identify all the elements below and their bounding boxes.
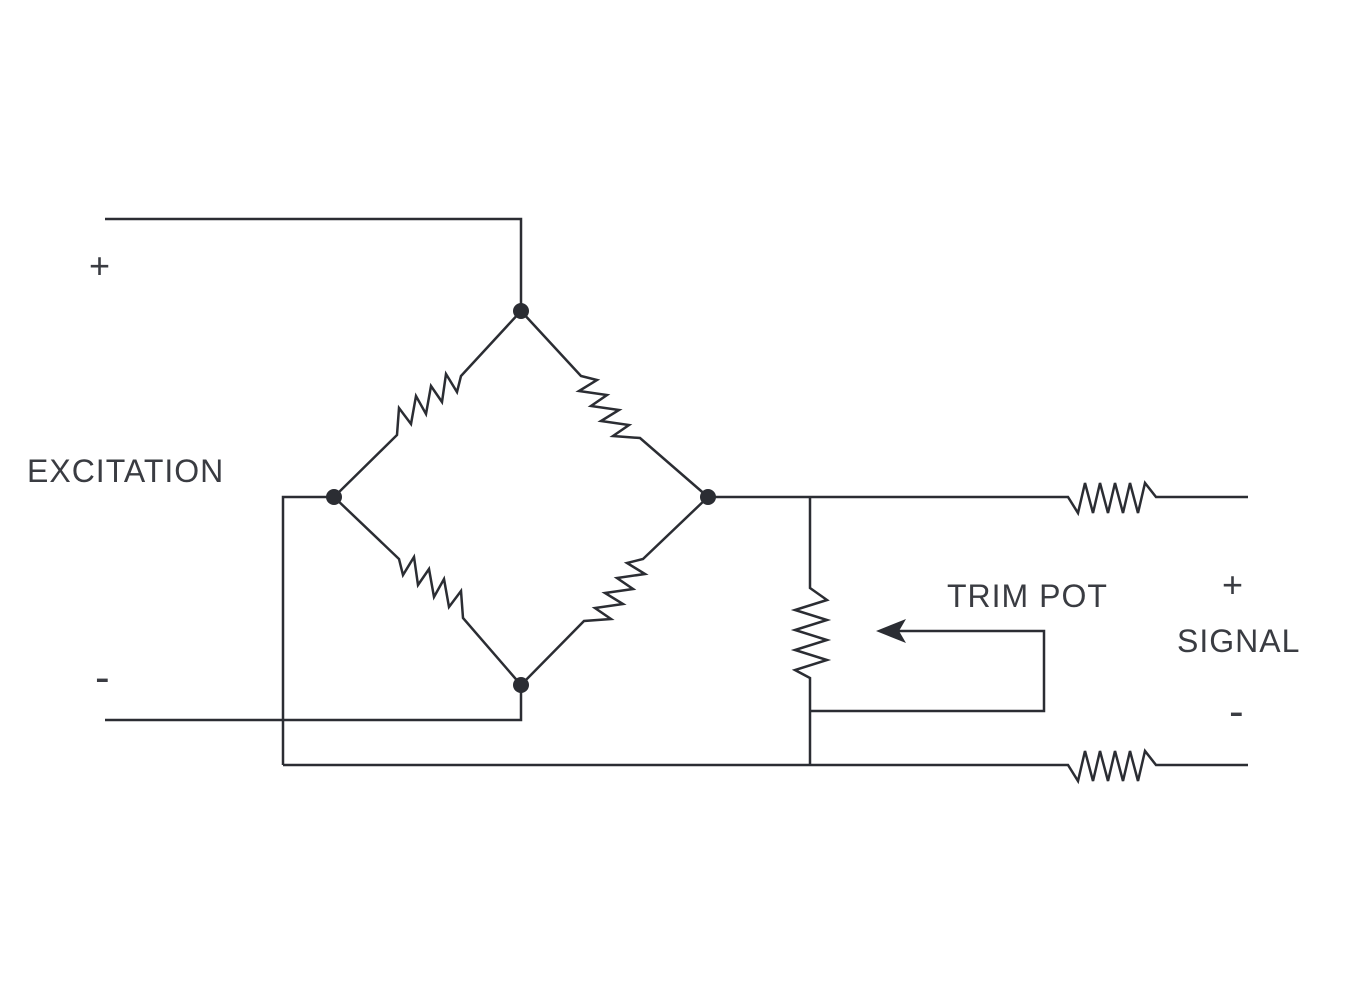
node-right bbox=[700, 489, 716, 505]
excitation-plus-wire bbox=[105, 217, 523, 311]
signal-minus-wire bbox=[283, 748, 1248, 785]
node-left bbox=[326, 489, 342, 505]
bridge-nodes bbox=[326, 303, 716, 693]
trim-pot-wiper-arrow bbox=[876, 619, 906, 643]
bridge-resistor-lower-right bbox=[520, 496, 709, 686]
trim-pot-resistor bbox=[790, 497, 832, 765]
signal-plus-wire bbox=[708, 480, 1248, 517]
signal-label: SIGNAL bbox=[1177, 623, 1301, 659]
signal-plus-label: + bbox=[1222, 564, 1244, 605]
trim-pot-label: TRIM POT bbox=[947, 578, 1108, 614]
trim-pot-wiper-wire bbox=[810, 629, 1046, 713]
excitation-label: EXCITATION bbox=[27, 453, 225, 489]
bridge-resistor-upper-left bbox=[333, 310, 522, 498]
circuit-wires bbox=[105, 217, 1248, 785]
bridge-resistor-lower-left bbox=[333, 496, 522, 686]
bridge-left-return-wire bbox=[281, 495, 334, 765]
excitation-plus-label: + bbox=[89, 245, 111, 286]
signal-minus-label: - bbox=[1229, 687, 1244, 736]
bridge-resistor-upper-right bbox=[520, 310, 709, 498]
node-top bbox=[513, 303, 529, 319]
excitation-minus-label: - bbox=[95, 653, 110, 702]
node-bottom bbox=[513, 677, 529, 693]
excitation-minus-wire bbox=[105, 685, 523, 722]
